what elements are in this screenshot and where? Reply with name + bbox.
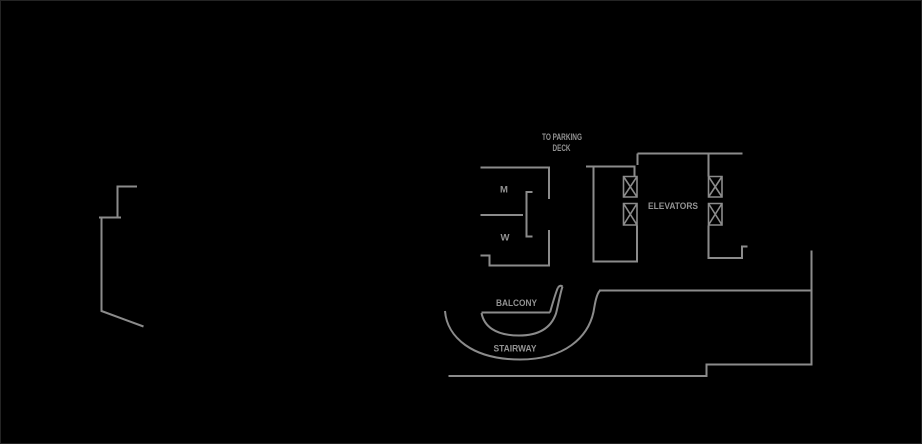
label-womens-room: W bbox=[501, 233, 510, 244]
stair-sliver-cap bbox=[557, 284, 564, 289]
restroom-partition-bracket bbox=[525, 191, 533, 238]
label-balcony: BALCONY bbox=[496, 298, 538, 309]
elevator-shaft-right-lower-wall bbox=[707, 225, 748, 259]
elevator-shaft-left-wall bbox=[592, 166, 638, 263]
lower-boundary-wall bbox=[448, 250, 813, 377]
label-deck: DECK bbox=[553, 143, 571, 154]
balcony-stairway: BALCONY STAIRWAY bbox=[444, 284, 601, 361]
elevator-icon bbox=[707, 175, 723, 198]
label-stairway: STAIRWAY bbox=[494, 344, 538, 355]
parking-deck-callout: TO PARKING DECK bbox=[542, 132, 582, 154]
label-to-parking: TO PARKING bbox=[542, 132, 582, 143]
left-wing-upper-jog bbox=[116, 185, 137, 217]
label-mens-room: M bbox=[500, 185, 508, 196]
stairway-inner-arc bbox=[480, 286, 564, 337]
elevator-icon bbox=[622, 175, 638, 198]
restrooms: M W bbox=[480, 166, 550, 267]
restroom-bottom-wall bbox=[480, 230, 550, 267]
elevator-lobby: ELEVATORS bbox=[586, 152, 748, 263]
stair-sliver-left-edge bbox=[549, 287, 559, 313]
label-elevators: ELEVATORS bbox=[648, 201, 698, 212]
restroom-top-wall bbox=[480, 166, 550, 199]
left-wing-outline bbox=[99, 185, 144, 328]
parking-corridor-wall bbox=[586, 165, 636, 177]
boundary-walls bbox=[448, 250, 813, 377]
stairway-outer-arc bbox=[444, 289, 601, 361]
left-wing-side-wall bbox=[100, 217, 144, 328]
elevator-icon bbox=[622, 202, 638, 226]
elevator-icon bbox=[707, 202, 723, 226]
